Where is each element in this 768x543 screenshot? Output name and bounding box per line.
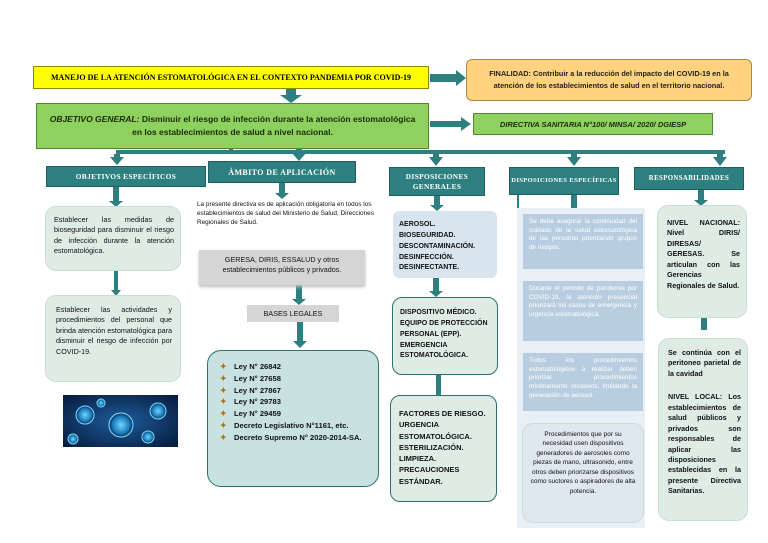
resp-nacional-text: NIVEL NACIONAL: Nivel DIRIS/ DIRESAS/ GE… bbox=[667, 218, 740, 290]
resp-local: Se continúa con el peritoneo parietal de… bbox=[659, 339, 747, 520]
finalidad-text: Contribuir a la reducción del impacto de… bbox=[493, 69, 729, 90]
header-disposiciones-generales: DISPOSICIONES GENERALES bbox=[389, 167, 485, 196]
gresa-box: GERESA, DIRIS, ESSALUD y otros estableci… bbox=[199, 250, 365, 285]
header-responsabilidades: RESPONSABILIDADES bbox=[634, 167, 744, 190]
disp-gen-item: PRECAUCIONES ESTÁNDAR. bbox=[399, 465, 460, 486]
resp-nacional: NIVEL NACIONAL: Nivel DIRIS/ DIRESAS/ GE… bbox=[658, 206, 746, 317]
resp-continua-text: Se continúa con el peritoneo parietal de… bbox=[668, 348, 741, 378]
disp-gen-item: DESCONTAMINACIÓN. bbox=[399, 242, 476, 250]
disp-gen-item: EQUIPO DE PROTECCIÓN PERSONAL (EPP). bbox=[400, 319, 488, 338]
disp-esp-3: Todos los procedimientos estomatológicos… bbox=[523, 353, 643, 411]
header-disposiciones-generales-label: DISPOSICIONES GENERALES bbox=[405, 172, 469, 191]
disp-gen-box-1: AEROSOL. BIOSEGURIDAD. DESCONTAMINACIÓN.… bbox=[393, 211, 497, 278]
objetivo-especifico-1: Establecer las medidas de bioseguridad p… bbox=[46, 207, 180, 270]
disp-gen-item: BIOSEGURIDAD. bbox=[399, 231, 456, 239]
header-disposiciones-especificas: DISPOSICIONES ESPECÍFICAS bbox=[509, 167, 619, 195]
law-item: Decreto Supremo N° 2020-2014-SA. bbox=[220, 432, 370, 444]
disp-esp-4: Procedimientos que por su necesidad usen… bbox=[523, 424, 643, 522]
virus-illustration bbox=[63, 395, 178, 447]
disp-gen-box-3: FACTORES DE RIESGO. URGENCIA ESTOMATOLÓG… bbox=[390, 395, 497, 502]
header-ambito-label: ÁMBITO DE APLICACIÓN bbox=[228, 167, 336, 177]
disp-esp-1-text: Se debe asegurar la continuidad del cuid… bbox=[529, 218, 637, 251]
gresa-text: GERESA, DIRIS, ESSALUD y otros estableci… bbox=[222, 255, 342, 275]
disp-esp-2: Durante el periodo de pandemia por COVID… bbox=[523, 281, 643, 341]
disp-esp-3-text: Todos los procedimientos estomatológicos… bbox=[529, 357, 637, 399]
header-objetivos: OBJETIVOS ESPECÍFICOS bbox=[46, 166, 206, 187]
objetivo-especifico-2: Establecer las actividades y procedimien… bbox=[46, 296, 180, 381]
disp-gen-item: DESINFECTANTE. bbox=[399, 264, 460, 272]
law-item: Ley N° 26842 bbox=[220, 361, 370, 373]
law-item: Decreto Legislativo N°1161, etc. bbox=[220, 420, 370, 432]
bases-legales-box: BASES LEGALES bbox=[247, 305, 339, 322]
disp-gen-item: FACTORES DE RIESGO. bbox=[399, 409, 486, 418]
header-disposiciones-especificas-label: DISPOSICIONES ESPECÍFICAS bbox=[511, 176, 617, 184]
laws-box: Ley N° 26842 Ley N° 27658 Ley N° 27867 L… bbox=[207, 350, 379, 487]
directiva-box: DIRECTIVA SANITARIA N°100/ MINSA/ 2020/ … bbox=[473, 113, 713, 135]
objetivo-general-text: Disminuir el riesgo de infección durante… bbox=[132, 114, 416, 137]
disp-gen-item: LIMPIEZA. bbox=[399, 454, 437, 463]
law-item: Ley N° 29783 bbox=[220, 396, 370, 408]
objetivo-general-label: OBJETIVO GENERAL: bbox=[49, 114, 140, 125]
header-ambito: ÁMBITO DE APLICACIÓN bbox=[208, 161, 356, 183]
ambito-text-box: La presente directiva es de aplicación o… bbox=[194, 199, 380, 239]
disp-esp-1: Se debe asegurar la continuidad del cuid… bbox=[523, 214, 643, 269]
disp-gen-item: AEROSOL. bbox=[399, 221, 436, 228]
header-responsabilidades-label: RESPONSABILIDADES bbox=[648, 175, 730, 182]
ambito-text: La presente directiva es de aplicación o… bbox=[197, 201, 374, 226]
bases-legales-label: BASES LEGALES bbox=[263, 309, 323, 318]
disp-gen-item: DISPOSITIVO MÉDICO. bbox=[400, 309, 477, 316]
objetivo-especifico-2-text: Establecer las actividades y procedimien… bbox=[56, 305, 172, 356]
virus-image bbox=[63, 395, 178, 447]
law-item: Ley N° 29459 bbox=[220, 408, 370, 420]
disp-gen-item: EMERGENCIA ESTOMATOLÓGICA. bbox=[400, 341, 469, 360]
objetivo-general-box: OBJETIVO GENERAL: Disminuir el riesgo de… bbox=[36, 103, 429, 149]
header-objetivos-label: OBJETIVOS ESPECÍFICOS bbox=[75, 172, 177, 181]
resp-local-text: NIVEL LOCAL: Los establecimientos de sal… bbox=[668, 392, 741, 496]
disp-esp-4-text: Procedimientos que por su necesidad usen… bbox=[530, 431, 636, 495]
title-box: MANEJO DE LA ATENCIÓN ESTOMATOLÓGICA EN … bbox=[33, 66, 429, 89]
disp-gen-item: DESINFECCIÓN. bbox=[399, 253, 454, 261]
objetivo-especifico-1-text: Establecer las medidas de bioseguridad p… bbox=[54, 215, 174, 256]
law-item: Ley N° 27867 bbox=[220, 385, 370, 397]
disp-gen-item: URGENCIA ESTOMATOLÓGICA. bbox=[399, 420, 472, 441]
directiva-text: DIRECTIVA SANITARIA N°100/ MINSA/ 2020/ … bbox=[499, 119, 687, 129]
law-item: Ley N° 27658 bbox=[220, 373, 370, 385]
finalidad-label: FINALIDAD: bbox=[489, 69, 531, 79]
disp-gen-item: ESTERILIZACIÓN. bbox=[399, 442, 464, 452]
finalidad-box: FINALIDAD: Contribuir a la reducción del… bbox=[466, 59, 752, 101]
disp-esp-2-text: Durante el periodo de pandemia por COVID… bbox=[529, 285, 637, 318]
title-text: MANEJO DE LA ATENCIÓN ESTOMATOLÓGICA EN … bbox=[50, 73, 412, 82]
disp-gen-box-2: DISPOSITIVO MÉDICO. EQUIPO DE PROTECCIÓN… bbox=[392, 297, 498, 375]
